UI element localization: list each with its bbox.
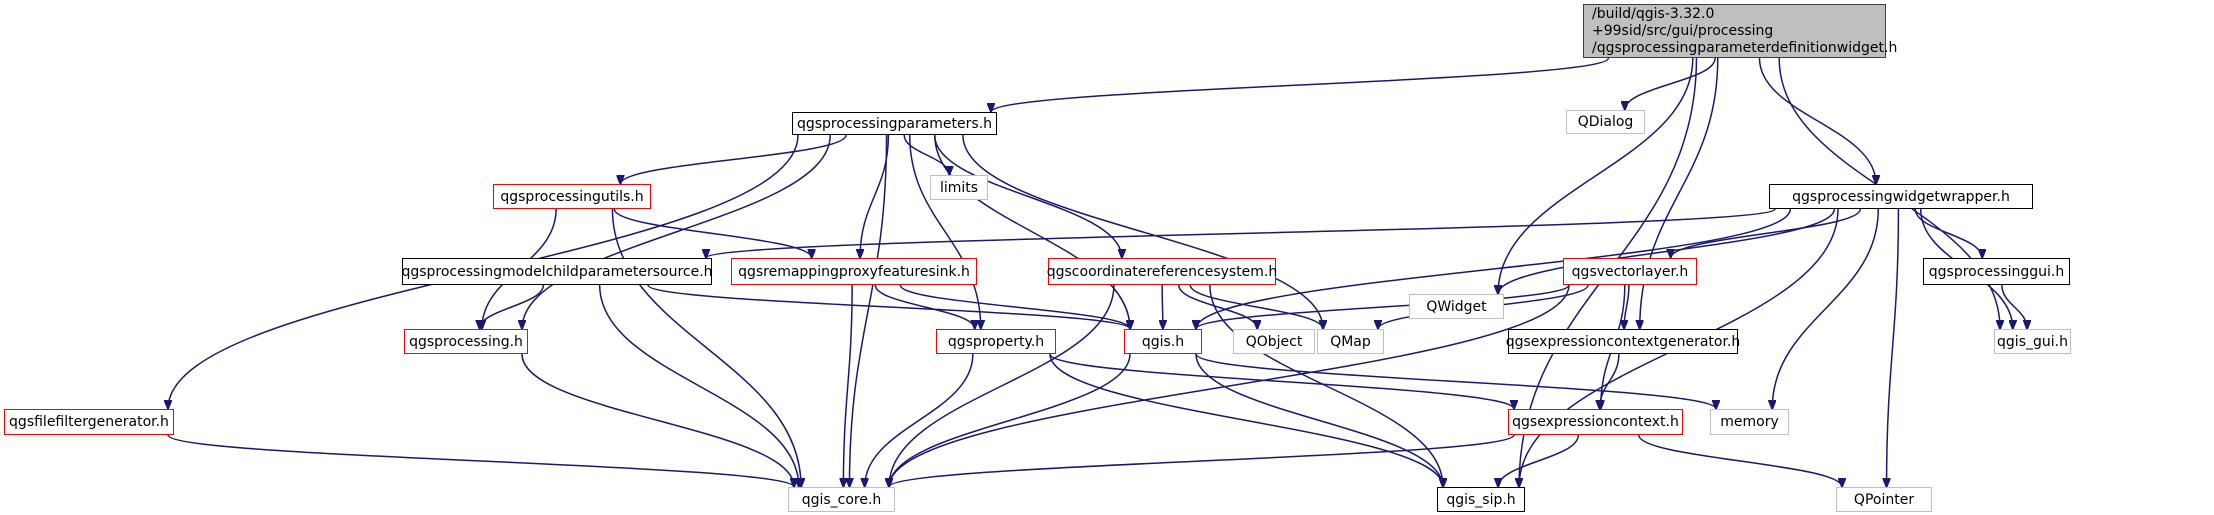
edge-property-to-qgissip [1049, 353, 1443, 487]
edge-remap-to-qgiscore [843, 284, 853, 487]
node-qgsproperty[interactable]: qgsproperty.h [936, 329, 1056, 354]
node-qgis-core: qgis_core.h [788, 487, 895, 512]
edge-exprctx-to-qgiscore [889, 434, 1515, 487]
edge-qgis-to-qgiscore [889, 353, 1131, 487]
main-file-path-line-3: /qgsprocessingparameterdefinitionwidget.… [1592, 39, 1898, 56]
node-qgsprocessingutils[interactable]: qgsprocessingutils.h [493, 184, 651, 209]
node-memory: memory [1710, 409, 1789, 435]
edge-params-to-qmap [962, 134, 1323, 329]
edge-wrapper-to-qpointer [1887, 208, 1900, 487]
edge-main-to-qwidget [1498, 57, 1694, 294]
edge-vlayer-to-qgiscore [889, 284, 1570, 487]
node-qgsprocessingparameters[interactable]: qgsprocessingparameters.h [792, 112, 997, 135]
edge-wrapper-to-pgui [1914, 208, 1982, 258]
edge-filefilter-to-qgiscore [167, 434, 794, 487]
edge-crs-to-qgissip [1209, 284, 1443, 487]
edge-wrapper-to-qgis [1196, 208, 1792, 329]
node-qdialog: QDialog [1566, 110, 1645, 134]
edge-exprctx-to-qpointer [1638, 434, 1842, 487]
main-file-node[interactable]: /build/qgis-3.32.0 +99sid/src/gui/proces… [1583, 4, 1897, 58]
node-qwidget: QWidget [1409, 294, 1504, 319]
edge-remap-to-property [874, 284, 974, 329]
edge-params-to-property [908, 134, 981, 329]
edge-params-to-qgiscore [849, 134, 888, 487]
edge-wrapper-to-vlayer [1671, 208, 1862, 258]
node-qobject: QObject [1233, 329, 1315, 354]
node-qgscoordinatereferencesystem[interactable]: qgscoordinatereferencesystem.h [1047, 258, 1277, 285]
edge-modelchild-to-qgis [647, 284, 1130, 329]
main-file-path-line-1: /build/qgis-3.32.0 [1592, 5, 1715, 22]
node-qgsexpressioncontextgenerator[interactable]: qgsexpressioncontextgenerator.h [1506, 329, 1740, 354]
node-qgsprocessing[interactable]: qgsprocessing.h [404, 329, 528, 354]
edge-crs-to-qgiscore [889, 284, 1115, 487]
node-qgis-gui: qgis_gui.h [1994, 329, 2071, 354]
main-file-path-line-2: +99sid/src/gui/processing [1592, 22, 1774, 39]
node-limits: limits [930, 175, 988, 200]
node-qgsprocessingmodelchildparametersource[interactable]: qgsprocessingmodelchildparametersource.h [401, 258, 713, 285]
edge-crs-to-qmap [1189, 284, 1323, 329]
edge-crs-to-qobject [1178, 284, 1257, 329]
edge-vlayer-to-exprgen [1624, 284, 1630, 329]
edge-qgis-to-memory [1195, 353, 1716, 409]
node-qgsprocessinggui[interactable]: qgsprocessinggui.h [1923, 258, 2070, 285]
node-qpointer: QPointer [1836, 487, 1932, 512]
edge-crs-to-qgis [1162, 284, 1163, 329]
edge-qgis-to-qgissip [1195, 353, 1443, 487]
edge-exprctx-to-qgissip [1498, 434, 1580, 487]
edge-remap-to-qgis [899, 284, 1130, 329]
edge-params-to-crs [933, 134, 1122, 258]
node-qgsfilefiltergenerator[interactable]: qgsfilefiltergenerator.h [4, 409, 174, 435]
edge-params-to-qgis [934, 134, 1130, 329]
edge-params-to-processing [522, 134, 831, 329]
edge-params-to-utils [620, 134, 847, 184]
edge-wrapper-to-modelchild [706, 208, 1776, 258]
edge-params-to-limits [903, 134, 949, 175]
edge-params-to-remap [860, 134, 890, 258]
edge-modelchild-to-qgiscore [598, 284, 799, 487]
edge-processing-to-qgiscore [521, 353, 794, 487]
edge-main-to-wrapper [1758, 57, 1876, 184]
edge-main-to-params [991, 57, 1610, 112]
edge-main-to-exprgen [1640, 57, 1719, 329]
node-qgsvectorlayer[interactable]: qgsvectorlayer.h [1563, 258, 1697, 285]
edge-exprgen-to-exprctx [1600, 353, 1620, 409]
edge-property-to-exprctx [1049, 353, 1514, 409]
edge-utils-to-remap [613, 208, 811, 258]
node-qgsexpressioncontext[interactable]: qgsexpressioncontext.h [1508, 409, 1683, 435]
edge-property-to-qgiscore [865, 353, 974, 487]
edge-main-to-qdialog [1625, 57, 1716, 110]
edge-utils-to-qgiscore [611, 208, 801, 487]
edge-pgui-to-qgisgui [2001, 284, 2027, 329]
node-qgsremappingproxyfeaturesink[interactable]: qgsremappingproxyfeaturesink.h [731, 258, 977, 285]
node-qgis[interactable]: qgis.h [1124, 329, 1202, 354]
edge-wrapper-to-memory [1772, 208, 1880, 409]
edge-modelchild-to-processing [480, 284, 545, 329]
edge-wrapper-to-qwidget [1498, 208, 1836, 294]
edge-vlayer-to-qgis [1196, 284, 1570, 329]
node-qgis-sip[interactable]: qgis_sip.h [1437, 487, 1525, 512]
node-qmap: QMap [1317, 329, 1384, 354]
node-qgsprocessingwidgetwrapper[interactable]: qgsprocessingwidgetwrapper.h [1769, 184, 2033, 209]
